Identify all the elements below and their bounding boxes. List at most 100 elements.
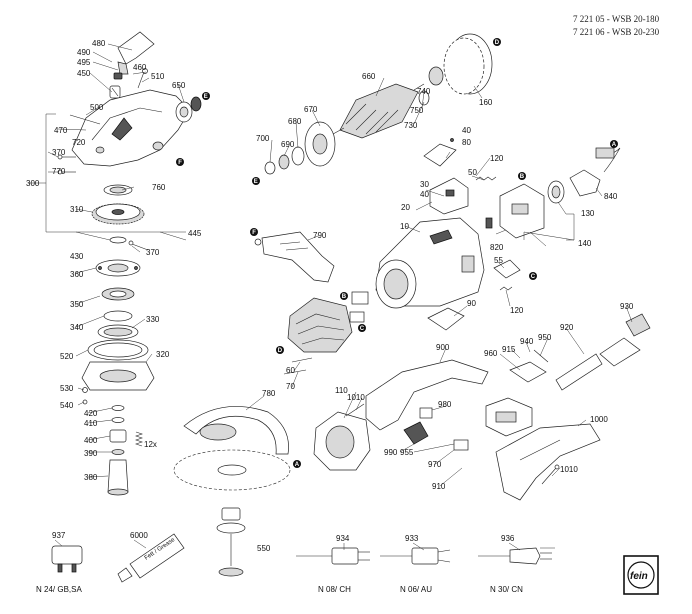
spindle-380 [107,459,129,496]
part-660: 660 [362,72,376,81]
marker-f-housing: F [176,158,184,166]
part-840: 840 [604,192,618,201]
part-420: 420 [84,409,98,418]
part-936: 936 [501,534,515,543]
model-line-1: 7 221 05 - WSB 20-180 [573,14,660,24]
ring-340-330 [97,310,139,340]
fein-logo: fein [623,555,659,595]
model-line-2: 7 221 06 - WSB 20-230 [573,27,660,37]
part-760: 760 [152,183,166,192]
part-12x: 12x [144,440,157,449]
part-495: 495 [77,58,91,67]
part-140: 140 [578,239,592,248]
part-70: 70 [286,382,295,391]
part-820: 820 [490,243,504,252]
marker-d-stator: D [276,346,284,354]
handle-cover-1000 [495,423,601,501]
part-10: 10 [400,222,409,231]
part-6000: 6000 [130,531,148,540]
screws-370-770 [57,154,76,175]
handle-shell-900 [365,359,489,445]
screws-60-70 [283,357,313,375]
part-320: 320 [156,350,170,359]
part-720: 720 [72,138,86,147]
part-370-lower: 370 [146,248,160,257]
part-490: 490 [77,48,91,57]
brush-cover-80 [423,138,457,167]
motor-housing-10 [375,217,485,309]
flange-520 [87,339,149,361]
part-380: 380 [84,473,98,482]
part-990: 990 [384,448,398,457]
part-690: 690 [281,140,295,149]
part-915: 915 [502,345,516,354]
part-340: 340 [70,323,84,332]
springs-12x [135,431,143,447]
part-700: 700 [256,134,270,143]
rings-680-690-700 [264,146,305,175]
part-520: 520 [60,352,74,361]
part-780: 780 [262,389,276,398]
grease-tube-6000: Fett / Grease [117,533,185,583]
part-530: 530 [60,384,74,393]
screw-1010-left [345,403,365,417]
svg-text:D: D [495,40,500,46]
part-933: 933 [405,534,419,543]
part-1010-left: 1010 [347,393,365,402]
part-370-upper: 370 [52,148,66,157]
part-40-upper: 40 [462,126,471,135]
svg-text:A: A [295,462,300,468]
part-1000: 1000 [590,415,608,424]
part-40-lower: 40 [420,190,429,199]
part-350: 350 [70,300,84,309]
motor-cover-110 [313,411,371,471]
part-55: 55 [494,256,503,265]
plug-936 [478,547,552,565]
rod-500 [69,114,101,125]
ring-plate-e [190,96,202,112]
screw-370-lower [128,240,149,251]
marker-d-top: D [493,38,501,46]
stator-field [287,291,369,353]
plug-937 [51,545,83,573]
svg-text:E: E [254,179,258,185]
bearings-730-750 [418,66,444,106]
part-50: 50 [468,168,477,177]
part-950: 950 [538,333,552,342]
part-740: 740 [417,87,431,96]
grinding-disc [173,449,291,491]
part-920: 920 [560,323,574,332]
svg-text:C: C [360,326,365,332]
aux-handle-790 [254,231,335,283]
nut-400-390 [109,429,127,455]
bevel-gear-310 [91,203,145,225]
part-930: 930 [620,302,634,311]
part-110: 110 [335,386,348,395]
flange-nut-550 [216,507,246,577]
part-934: 934 [336,534,350,543]
part-730: 730 [404,121,418,130]
svg-text:E: E [204,94,208,100]
part-30: 30 [420,180,429,189]
part-1010-right: 1010 [560,465,578,474]
logo-lettering: fein [630,571,648,582]
part-940: 940 [520,337,534,346]
svg-text:F: F [252,230,256,236]
guard-mount-320 [81,361,155,391]
part-60: 60 [286,366,295,375]
part-955: 955 [400,448,414,457]
part-680: 680 [288,117,302,126]
cable-clamp [509,349,549,383]
part-90: 90 [467,299,476,308]
part-410: 410 [84,419,98,428]
svg-text:B: B [342,294,347,300]
marker-e-fan: E [252,177,260,185]
part-450: 450 [77,69,91,78]
part-937: 937 [52,531,66,540]
part-430: 430 [70,252,84,261]
svg-text:D: D [278,348,283,354]
part-900: 900 [436,343,450,352]
screw-1010-right [541,464,560,485]
